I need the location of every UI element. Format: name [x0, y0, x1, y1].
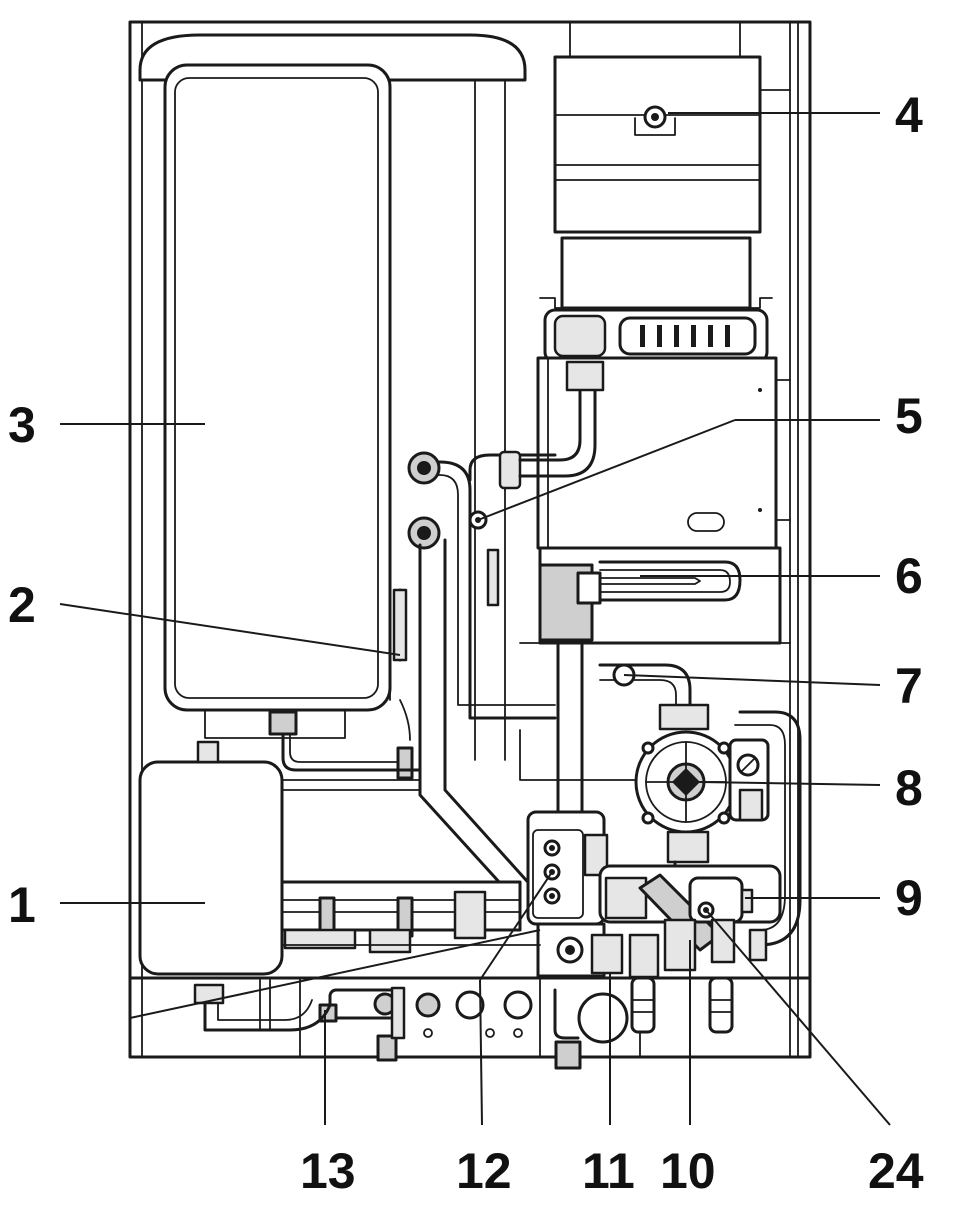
label-11: 11 — [582, 1143, 635, 1199]
label-10: 10 — [660, 1143, 716, 1199]
label-1: 1 — [8, 877, 36, 933]
combustion-chamber — [519, 356, 791, 645]
label-13: 13 — [300, 1143, 356, 1199]
pipework — [392, 360, 802, 947]
leader-lines — [59, 112, 891, 1126]
callout-labels: 3 2 1 4 5 6 7 8 9 10 11 12 13 24 — [8, 87, 924, 1199]
valve-block — [598, 864, 782, 979]
gas-valve — [526, 810, 624, 978]
label-5: 5 — [895, 388, 923, 444]
label-7: 7 — [895, 658, 923, 714]
label-2: 2 — [8, 577, 36, 633]
bottom-connections — [193, 976, 734, 1070]
heat-exchanger — [539, 236, 773, 364]
label-3: 3 — [8, 397, 36, 453]
flue-hood — [553, 55, 791, 234]
label-24: 24 — [868, 1143, 924, 1199]
label-8: 8 — [895, 760, 923, 816]
label-4: 4 — [895, 87, 923, 143]
circulation-pump — [634, 703, 770, 897]
expansion-vessel — [138, 33, 527, 780]
label-9: 9 — [895, 870, 923, 926]
control-box — [138, 740, 541, 976]
label-12: 12 — [456, 1143, 512, 1199]
label-6: 6 — [895, 548, 923, 604]
